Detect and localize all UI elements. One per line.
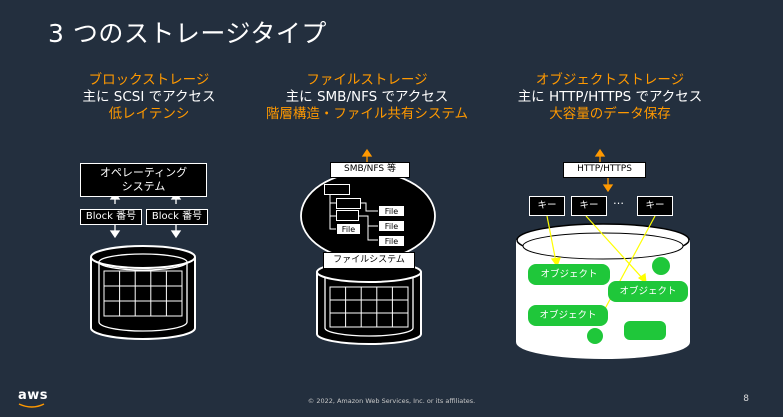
block-storage-text: ブロックストレージ 主に SCSI でアクセス 低レイテンシ: [19, 72, 279, 123]
http-https-box: HTTP/HTTPS: [563, 162, 646, 178]
operating-system-box: オペレーティング システム: [80, 163, 207, 197]
file-storage-heading: ファイルストレージ: [306, 72, 428, 88]
os-box-line2: システム: [121, 180, 166, 193]
object-dot-2: [587, 328, 603, 344]
filesystem-box: ファイルシステム: [323, 252, 415, 269]
file-box-4: File: [378, 235, 405, 247]
block-storage-heading: ブロックストレージ: [88, 72, 210, 88]
file-tree-lines: [329, 192, 378, 241]
aws-logo: aws: [18, 388, 49, 408]
key-ellipsis: …: [613, 194, 624, 207]
file-storage-access: 主に SMB/NFS でアクセス: [285, 89, 449, 105]
os-box-line1: オペレーティング: [99, 166, 188, 179]
object-storage-text: オブジェクトストレージ 主に HTTP/HTTPS でアクセス 大容量のデータ保…: [480, 72, 740, 123]
folder-1: [336, 198, 361, 209]
object-block-1: [624, 321, 666, 340]
block-grid: [103, 270, 183, 317]
object-pill-2: オブジェクト: [608, 281, 688, 302]
file-storage-feature: 階層構造・ファイル共有システム: [265, 106, 469, 122]
object-protocol-arrows: [594, 148, 614, 193]
key-to-object-arrows: [546, 215, 656, 324]
object-dot-1: [652, 257, 670, 275]
block-arrows: [109, 191, 182, 239]
file-storage-text: ファイルストレージ 主に SMB/NFS でアクセス 階層構造・ファイル共有シス…: [237, 72, 497, 123]
page-number: 8: [743, 394, 749, 404]
file-box-2: File: [378, 205, 405, 217]
aws-smile-icon: [18, 403, 45, 408]
block-storage-feature: 低レイテンシ: [108, 106, 190, 122]
file-grid: [329, 286, 409, 328]
key-box-1: キー: [529, 196, 565, 216]
object-pill-3: オブジェクト: [528, 305, 608, 326]
object-storage-feature: 大容量のデータ保存: [549, 106, 671, 122]
file-box-3: File: [378, 220, 405, 232]
file-storage-cylinder: [316, 261, 422, 345]
slide-title: 3 つのストレージタイプ: [48, 19, 327, 48]
file-box-1: File: [336, 223, 361, 235]
root-folder: [324, 184, 350, 195]
block-storage-access: 主に SCSI でアクセス: [82, 89, 216, 105]
object-storage-access: 主に HTTP/HTTPS でアクセス: [517, 89, 703, 105]
copyright-footer: © 2022, Amazon Web Services, Inc. or its…: [307, 397, 476, 405]
key-box-3: キー: [637, 196, 673, 216]
block-number-label-2: Block 番号: [146, 209, 208, 225]
block-number-label-1: Block 番号: [80, 209, 142, 225]
folder-2: [336, 210, 359, 221]
object-pill-1: オブジェクト: [528, 264, 610, 285]
aws-logo-text: aws: [18, 388, 49, 403]
key-box-2: キー: [571, 196, 607, 216]
object-storage-heading: オブジェクトストレージ: [535, 72, 685, 88]
block-storage-cylinder: [90, 245, 196, 340]
smb-nfs-box: SMB/NFS 等: [330, 162, 410, 178]
